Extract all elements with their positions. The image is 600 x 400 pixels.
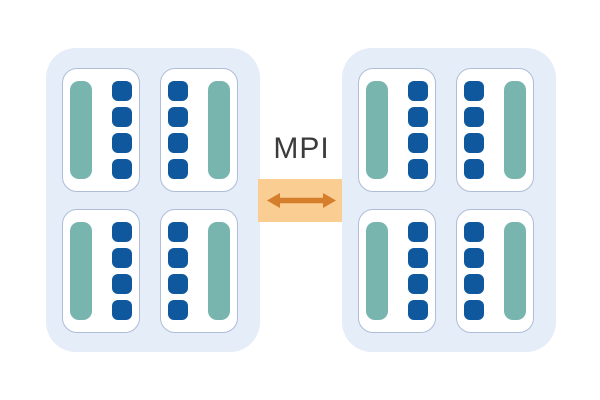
processor-core xyxy=(112,248,132,268)
processor-core xyxy=(464,133,484,153)
core-column xyxy=(464,222,484,320)
processor-core xyxy=(464,248,484,268)
processor-core xyxy=(464,81,484,101)
bidirectional-arrow-icon xyxy=(267,193,336,208)
processor-bar xyxy=(70,222,92,320)
processor-bar xyxy=(366,81,388,179)
processor xyxy=(456,68,534,192)
processor-core xyxy=(464,274,484,294)
processor xyxy=(358,209,436,333)
processor xyxy=(160,68,238,192)
core-column xyxy=(112,222,132,320)
processor-core xyxy=(112,222,132,242)
processor-bar xyxy=(504,222,526,320)
core-column xyxy=(408,222,428,320)
processor-core xyxy=(112,133,132,153)
processor-core xyxy=(168,300,188,320)
compute-node-1 xyxy=(46,48,260,352)
processor-core xyxy=(112,107,132,127)
mpi-connector xyxy=(258,179,345,222)
processor-core xyxy=(112,274,132,294)
processor-core xyxy=(464,222,484,242)
processor-core xyxy=(408,222,428,242)
processor-core xyxy=(408,274,428,294)
processor-core xyxy=(168,133,188,153)
processor xyxy=(62,68,140,192)
core-column xyxy=(168,222,188,320)
compute-node-2 xyxy=(342,48,556,352)
processor-bar xyxy=(208,222,230,320)
processor xyxy=(62,209,140,333)
processor-core xyxy=(464,107,484,127)
processor-core xyxy=(168,159,188,179)
processor-core xyxy=(168,81,188,101)
processor-core xyxy=(112,81,132,101)
processor xyxy=(358,68,436,192)
processor xyxy=(456,209,534,333)
mpi-label: MPI xyxy=(273,132,330,165)
core-column xyxy=(464,81,484,179)
processor-bar xyxy=(366,222,388,320)
processor xyxy=(160,209,238,333)
processor-core xyxy=(408,133,428,153)
processor-bar xyxy=(504,81,526,179)
processor-core xyxy=(168,274,188,294)
processor-core xyxy=(408,81,428,101)
processor-core xyxy=(408,107,428,127)
processor-core xyxy=(408,159,428,179)
core-column xyxy=(112,81,132,179)
processor-core xyxy=(112,159,132,179)
processor-core xyxy=(464,159,484,179)
processor-bar xyxy=(70,81,92,179)
processor-core xyxy=(408,300,428,320)
processor-core xyxy=(408,248,428,268)
core-column xyxy=(408,81,428,179)
core-column xyxy=(168,81,188,179)
processor-core xyxy=(168,107,188,127)
processor-core xyxy=(168,248,188,268)
processor-core xyxy=(112,300,132,320)
processor-core xyxy=(464,300,484,320)
processor-core xyxy=(168,222,188,242)
processor-bar xyxy=(208,81,230,179)
